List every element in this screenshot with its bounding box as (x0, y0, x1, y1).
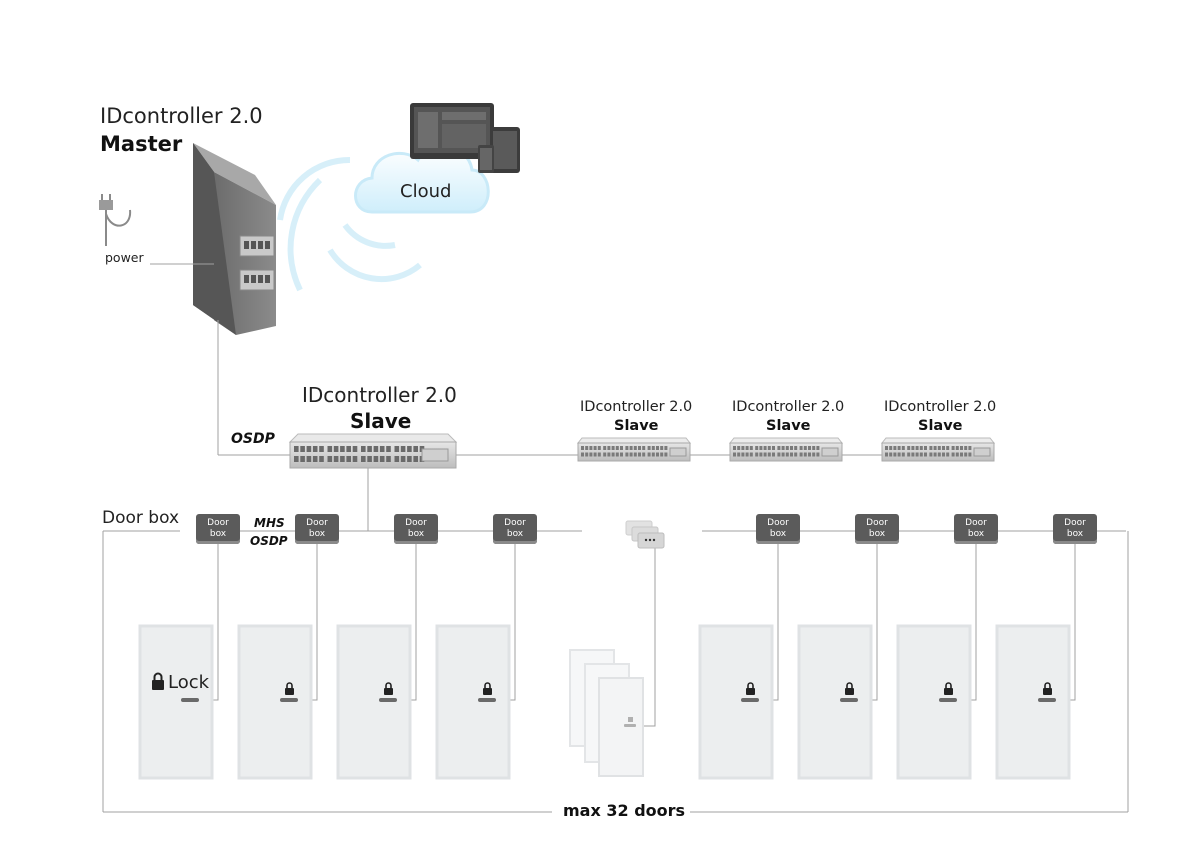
slave-controller-devices (576, 437, 996, 462)
master-controller-device (193, 143, 276, 335)
lock-icon (285, 682, 294, 695)
doors (138, 624, 1071, 780)
lock-label: Lock (168, 672, 210, 693)
door-handle (939, 698, 957, 702)
slave-3-subtitle: Slave (918, 418, 963, 434)
master-subtitle: Master (100, 132, 183, 156)
door-handle (741, 698, 759, 702)
lock-icon (152, 672, 164, 690)
slave-rack-device (576, 437, 692, 462)
door-handle (181, 698, 199, 702)
door-handle (280, 698, 298, 702)
lock-icon (384, 682, 393, 695)
slave-main-subtitle: Slave (350, 409, 412, 433)
door-handle (379, 698, 397, 702)
slave-2-title: IDcontroller 2.0 (732, 399, 845, 415)
slave-2-subtitle: Slave (766, 418, 811, 434)
lock-icon (845, 682, 854, 695)
door-handle (1038, 698, 1056, 702)
dashboard-devices-icon (410, 103, 520, 173)
slave-1-title: IDcontroller 2.0 (580, 399, 693, 415)
door-handle (840, 698, 858, 702)
door (336, 624, 412, 780)
cloud-label: Cloud (400, 181, 452, 202)
max-doors-label: max 32 doors (563, 801, 686, 820)
power-label: power (105, 250, 144, 265)
door-box-title: Door box (102, 508, 180, 528)
door (896, 624, 972, 780)
power-plug-icon (99, 194, 132, 246)
lock-icon (944, 682, 953, 695)
lock-icon (746, 682, 755, 695)
lock-icon (1043, 682, 1052, 695)
door (237, 624, 313, 780)
door-handle (478, 698, 496, 702)
slave-controller-main-device (288, 433, 458, 469)
slave-1-subtitle: Slave (614, 418, 659, 434)
wireless-waves (277, 156, 422, 292)
osdp-label: OSDP (231, 431, 275, 447)
slave-main-title: IDcontroller 2.0 (302, 383, 457, 407)
slave-rack-device (728, 437, 844, 462)
mhs-label: MHS (254, 516, 285, 530)
lock-icon (483, 682, 492, 695)
slave-3-title: IDcontroller 2.0 (884, 399, 997, 415)
more-door-boxes-icon (625, 520, 665, 549)
master-title: IDcontroller 2.0 (100, 104, 263, 128)
more-doors-stack (569, 649, 644, 777)
slave-rack-device (880, 437, 996, 462)
door (435, 624, 511, 780)
door (797, 624, 873, 780)
door (995, 624, 1071, 780)
mhs-osdp-label: OSDP (250, 534, 288, 548)
door (138, 624, 214, 780)
door (698, 624, 774, 780)
